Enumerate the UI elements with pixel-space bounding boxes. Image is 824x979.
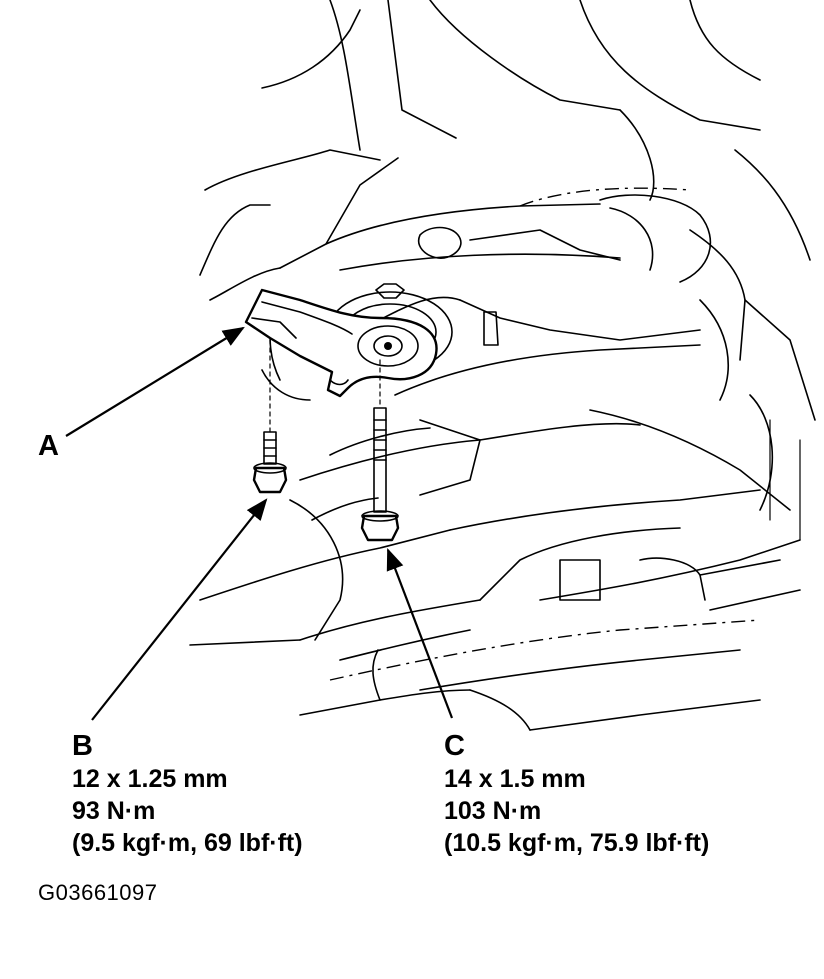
callout-b-spec: 12 x 1.25 mm 93 N·m (9.5 kgf·m, 69 lbf·f…	[72, 763, 303, 859]
arrow-a	[65, 326, 245, 437]
bolt-b	[252, 339, 288, 494]
bracket-part	[244, 288, 438, 398]
arrow-b	[91, 498, 268, 721]
bolt-c	[360, 359, 400, 542]
bolt-c-torque-alt: (10.5 kgf·m, 75.9 lbf·ft)	[444, 829, 710, 857]
bolt-b-size: 12 x 1.25 mm	[72, 765, 228, 793]
bolt-c-torque: 103 N·m	[444, 797, 542, 825]
callout-c-label: C	[444, 730, 465, 762]
bolt-b-torque-alt: (9.5 kgf·m, 69 lbf·ft)	[72, 829, 303, 857]
bolt-c-size: 14 x 1.5 mm	[444, 765, 586, 793]
bolt-b-torque: 93 N·m	[72, 797, 156, 825]
figure-id: G03661097	[38, 880, 158, 905]
background-assembly	[189, 0, 816, 731]
callout-a-label: A	[38, 430, 59, 462]
callout-c-spec: 14 x 1.5 mm 103 N·m (10.5 kgf·m, 75.9 lb…	[444, 763, 709, 859]
callout-b-label: B	[72, 730, 93, 762]
leader-arrows	[65, 326, 454, 721]
arrow-c	[386, 547, 454, 719]
